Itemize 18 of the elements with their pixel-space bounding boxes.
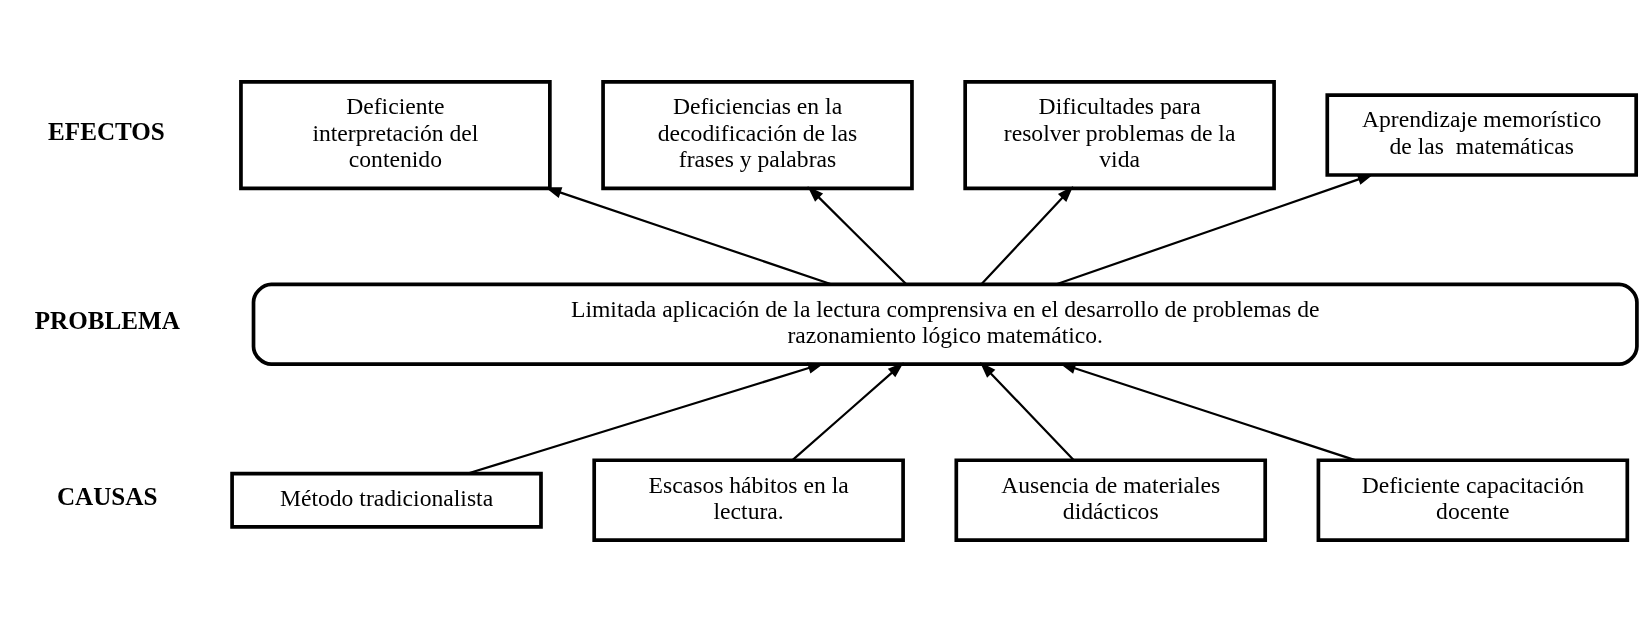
label: EFECTOS: [48, 117, 165, 145]
node-box: Aprendizaje memorístico de las matemáticas: [1325, 93, 1639, 177]
arrow: [807, 186, 908, 285]
node-box: Ausencia de materiales didácticos: [954, 458, 1268, 542]
arrow: [979, 362, 1075, 461]
arrow: [980, 186, 1074, 285]
arrow: [545, 187, 832, 286]
node-box: Deficiente interpretación del contenido: [239, 80, 552, 191]
node-box: Limitada aplicación de la lectura comprensiva en el desarrollo de problemas de razonamiento lógico matemático.: [251, 282, 1639, 367]
label: PROBLEMA: [34, 306, 180, 334]
label: CAUSAS: [56, 482, 158, 510]
node-box: Dificultades para resolver problemas de la vida: [963, 80, 1276, 191]
node-box: Deficiente capacitación docente: [1316, 458, 1630, 542]
arrow: [792, 362, 904, 461]
arrow: [1056, 174, 1374, 286]
node-box: Método tradicionalista: [230, 471, 543, 529]
node-box: Deficiencias en la decodificación de las frases y palabras: [601, 80, 914, 191]
node-box: Escasos hábitos en la lectura.: [592, 458, 905, 542]
